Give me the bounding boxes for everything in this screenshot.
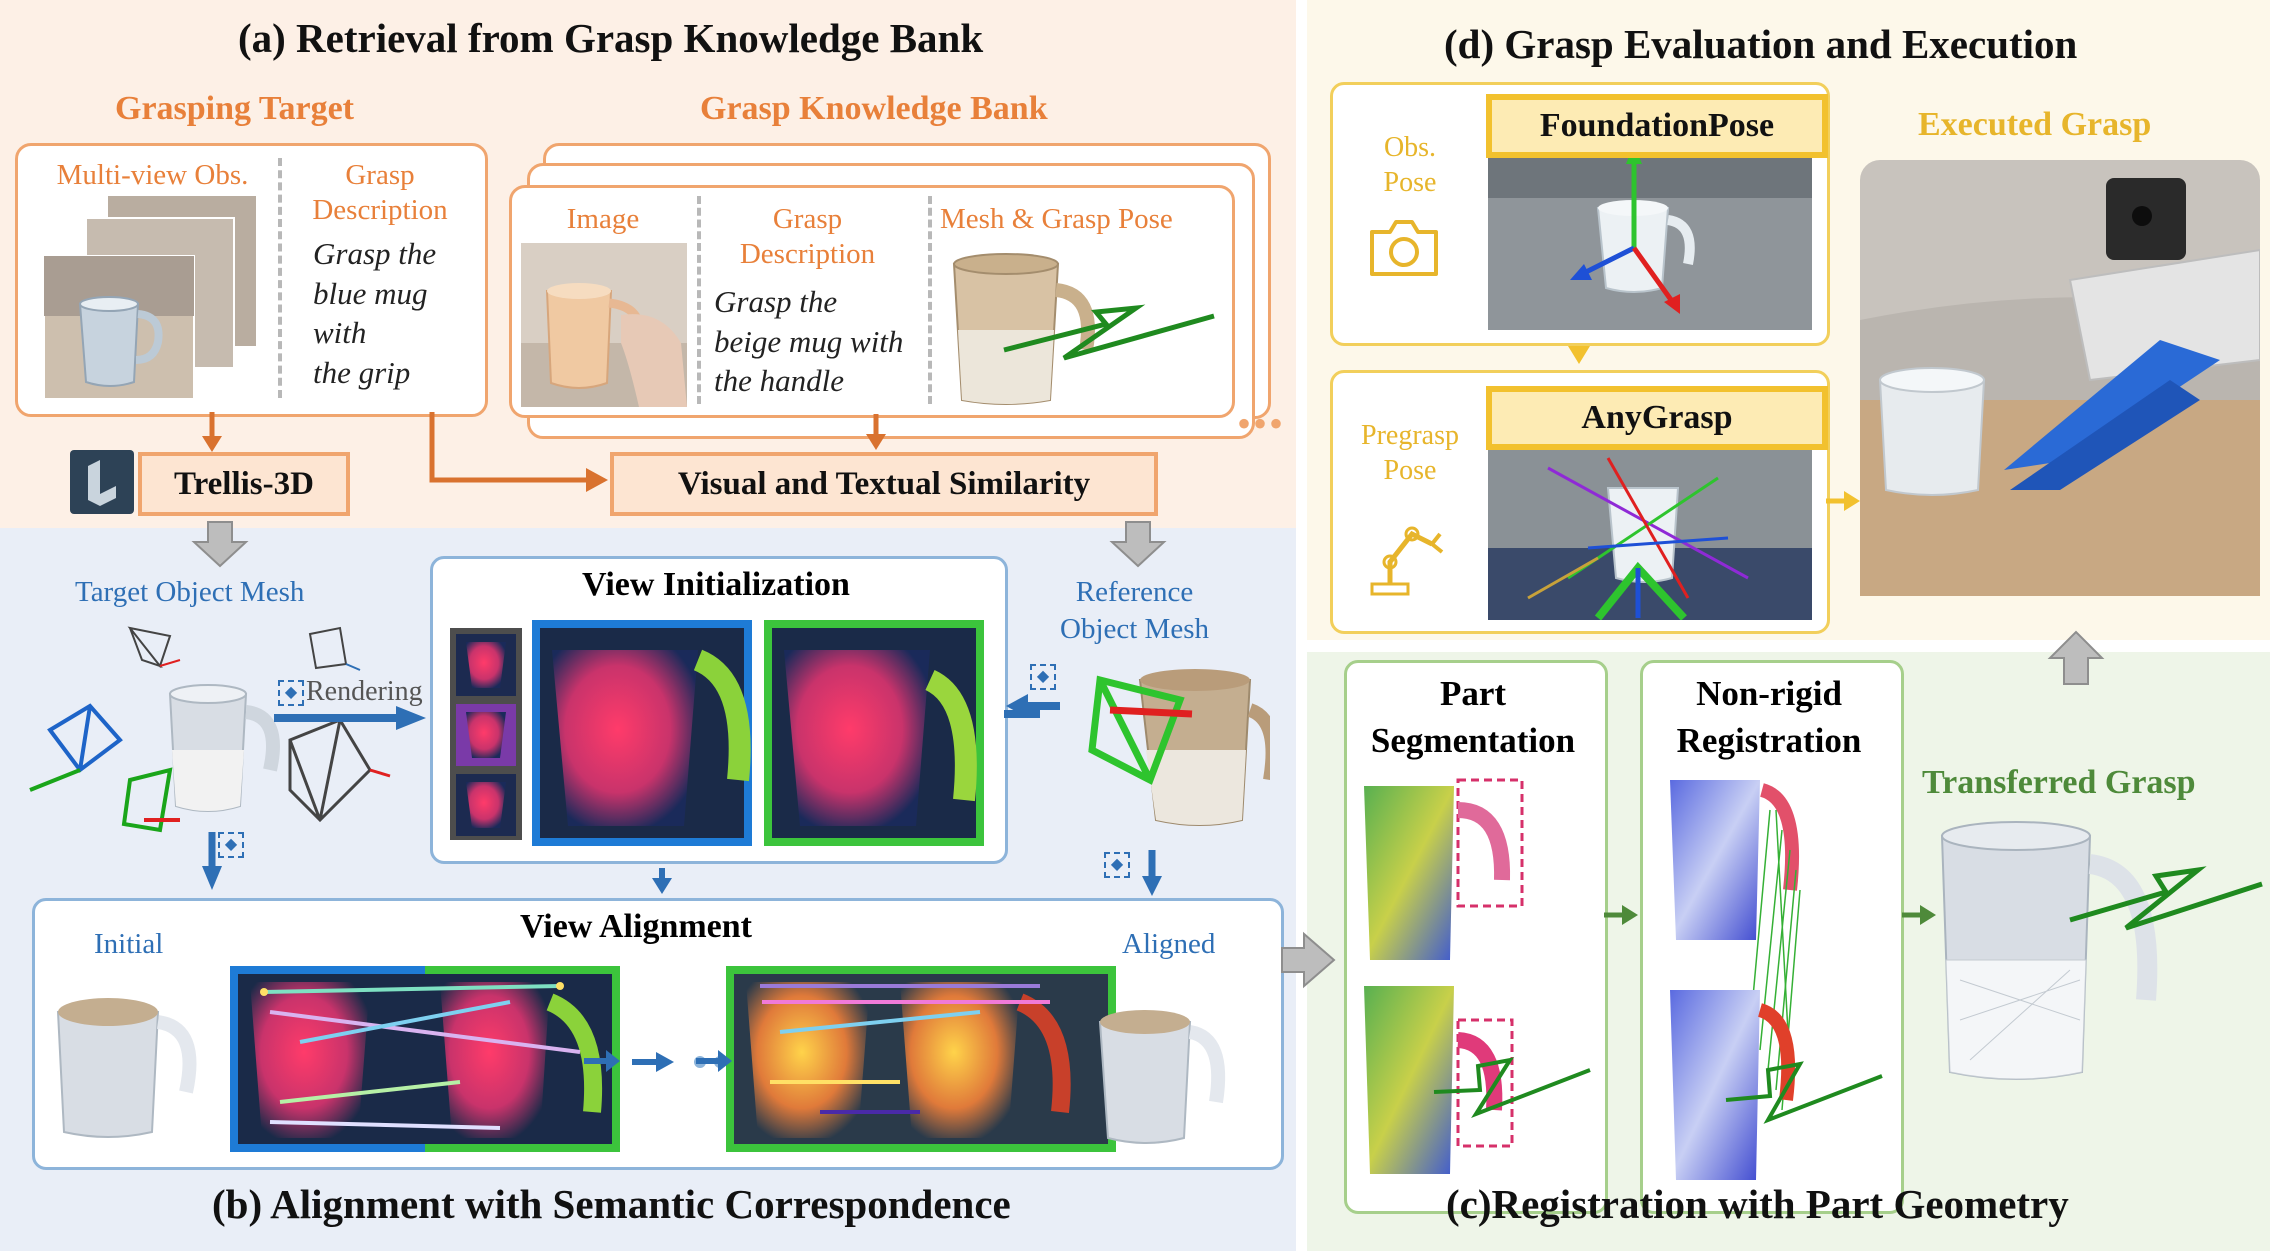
reference-to-init-arrow [1006,694,1060,718]
bank-grasp-desc-label-line1: Grasp [772,203,843,235]
trellis-down-arrow [191,521,249,568]
down-arrows-to-alignment [202,832,1162,896]
obs-pose-label: Obs. Pose [1340,130,1480,200]
bank-desc-line: beige mug with [714,323,904,359]
target-desc-line: with [313,315,367,351]
bank-reference-image [521,243,687,407]
reference-object-mesh-label: Reference Object Mesh [1060,574,1209,648]
foundationpose-box: FoundationPose [1486,94,1828,158]
pregrasp-line2: Pose [1383,455,1437,486]
trellis-logo-icon [70,450,134,514]
nonrigid-line2: Registration [1676,721,1862,761]
target-desc-line: blue mug [313,275,428,311]
cube-icon-aligned: ◆ [1104,852,1130,878]
camera-icon [1370,220,1438,276]
alignment-arrow-right [696,1050,732,1072]
bank-grasp-description: Grasp the beige mug with the handle [714,282,903,401]
reference-line1: Reference [1075,576,1194,608]
anygrasp-render [1488,428,1812,620]
part-segmentation-visuals [1364,778,1591,1174]
target-grasp-description: Grasp the blue mug with the grip [313,234,436,393]
cube-icon: ◆ [278,680,304,706]
obs-to-pregrasp-arrow [1568,346,1590,364]
panel-d-title: (d) Grasp Evaluation and Execution [1444,21,2078,67]
pregrasp-to-executed-arrow [1826,491,1860,511]
transferred-grasp-heading: Transferred Grasp [1922,764,2196,801]
foundationpose-render [1488,128,1812,330]
bank-mesh-grasp-pose [952,253,1215,405]
target-grasp-desc-label-line1: Grasp [345,159,415,191]
segmentation-to-registration-arrow [1604,905,1638,925]
trellis-3d-box: Trellis-3D [138,452,350,516]
pregrasp-pose-label: Pregrasp Pose [1340,418,1480,488]
c-to-d-arrow [2047,630,2105,685]
multiview-label: Multi-view Obs. [56,159,249,191]
cube-icon-target: ◆ [218,832,244,858]
visual-textual-similarity-box: Visual and Textual Similarity [610,452,1158,516]
cube-icon-reference: ◆ [1030,664,1056,690]
retrieval-connectors [202,412,886,492]
rendering-arrow [274,706,426,730]
robot-arm-icon [1370,526,1444,596]
part-seg-line1: Part [1439,674,1507,713]
view-initialization-renders [450,620,984,846]
knowledge-bank-heading: Grasp Knowledge Bank [700,90,1048,127]
bank-divider-2 [928,196,932,404]
target-box-divider [278,158,282,398]
target-desc-line: Grasp the [313,236,437,271]
obs-pose-line2: Pose [1383,167,1437,198]
bank-divider-1 [697,196,701,404]
panel-c-title: (c)Registration with Part Geometry [1446,1181,2069,1227]
mesh-grasp-pose-label: Mesh & Grasp Pose [940,203,1173,235]
grasping-target-heading: Grasping Target [115,90,354,127]
alignment-arrow-left [584,1050,620,1072]
executed-grasp-heading: Executed Grasp [1918,106,2152,143]
rendering-label: Rendering [306,676,423,707]
target-object-mesh-label: Target Object Mesh [75,576,305,608]
executed-grasp-photo [1860,160,2260,596]
nonrigid-registration-visuals [1670,780,1883,1180]
reference-mesh-with-camera [1004,669,1270,826]
panel-a-title: (a) Retrieval from Grasp Knowledge Bank [238,15,984,61]
target-grasp-desc-label: Grasp Description [290,158,470,228]
anygrasp-box: AnyGrasp [1486,386,1828,450]
nonrigid-registration-title: Non-rigid Registration [1640,670,1898,765]
initial-label: Initial [94,928,164,960]
target-desc-line: the grip [313,355,411,391]
bank-grasp-desc-label-line2: Description [739,237,876,270]
pregrasp-line1: Pregrasp [1361,420,1459,451]
b-to-c-arrow [1281,931,1336,989]
obs-pose-line1: Obs. [1383,132,1437,163]
multiview-observation-photos [43,196,256,400]
transferred-grasp-visual [1940,821,2263,1080]
aligned-label: Aligned [1122,928,1216,960]
panel-b-title: (b) Alignment with Semantic Corresponden… [212,1181,1011,1227]
target-mesh-with-cameras [29,626,391,833]
view-alignment-visuals [56,966,1226,1152]
bank-desc-line: the handle [714,363,844,399]
part-seg-line2: Segmentation [1370,721,1576,761]
part-segmentation-title: Part Segmentation [1344,670,1602,765]
registration-to-transferred-arrow [1902,905,1936,925]
target-grasp-desc-label-line2: Description [312,193,448,226]
bank-image-label: Image [566,203,640,235]
bank-grasp-desc-label: Grasp Description [705,202,910,272]
more-items-ellipsis: ••• [1237,401,1286,446]
view-alignment-title: View Alignment [520,908,753,945]
similarity-down-arrow [1109,521,1167,568]
nonrigid-line1: Non-rigid [1696,674,1842,713]
reference-line2: Object Mesh [1060,613,1209,646]
bank-desc-line: Grasp the [714,284,838,319]
view-initialization-title: View Initialization [582,566,850,603]
